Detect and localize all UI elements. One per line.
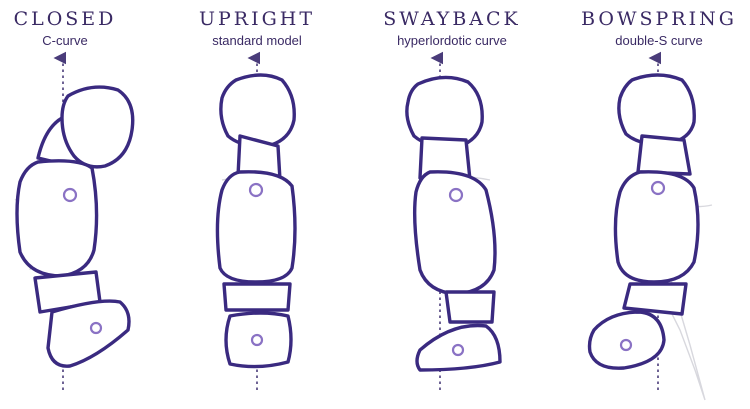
- ribcage-segment-closed: [15, 159, 99, 278]
- panel-subtitle-swayback: hyperlordotic curve: [397, 33, 507, 48]
- joint-marker-ribcage-closed: [62, 187, 78, 203]
- joint-marker-ribcage-swayback: [448, 187, 464, 203]
- head-segment-closed: [60, 85, 135, 169]
- panel-title-upright: UPRIGHT: [198, 8, 316, 30]
- head-segment-bowspring: [617, 73, 696, 146]
- panel-subtitle-upright: standard model: [212, 33, 302, 48]
- joint-marker-pelvis-bowspring: [619, 338, 633, 352]
- lumbar-segment-bowspring: [622, 282, 688, 316]
- joint-marker-ribcage-bowspring: [650, 180, 666, 196]
- lumbar-segment-swayback: [444, 290, 496, 324]
- neck-segment-bowspring: [636, 134, 692, 176]
- pelvis-segment-swayback: [415, 323, 502, 372]
- head-segment-upright: [219, 73, 296, 148]
- panel-title-closed: CLOSED: [13, 8, 117, 30]
- figure-swayback: [405, 51, 502, 390]
- ribcage-segment-bowspring: [613, 170, 700, 284]
- joint-marker-pelvis-closed: [89, 321, 103, 335]
- figure-closed: [14, 51, 135, 390]
- panel-title-swayback: SWAYBACK: [383, 8, 521, 30]
- pelvis-segment-closed: [46, 299, 131, 368]
- pelvis-segment-upright: [224, 311, 293, 369]
- panel-subtitle-bowspring: double-S curve: [615, 33, 703, 48]
- joint-marker-ribcage-upright: [248, 182, 264, 198]
- lumbar-segment-upright: [222, 282, 292, 312]
- panel-subtitle-closed: C-curve: [42, 33, 88, 48]
- joint-marker-pelvis-swayback: [451, 343, 465, 357]
- figure-bowspring: [587, 51, 713, 401]
- figure-upright: [215, 51, 297, 390]
- joint-marker-pelvis-upright: [250, 333, 264, 347]
- panel-title-bowspring: BOWSPRING: [581, 8, 737, 30]
- ribcage-segment-upright: [215, 170, 297, 284]
